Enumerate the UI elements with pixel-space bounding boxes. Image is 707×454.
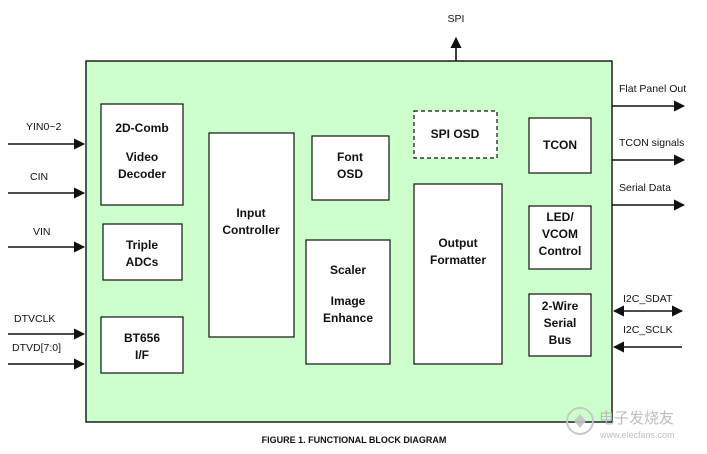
block-triple-adcs: Triple ADCs: [102, 223, 183, 281]
block-led-line-1: LED/: [546, 210, 574, 224]
block-tcon: TCON: [528, 117, 592, 174]
block-comb-line-1: 2D-Comb: [115, 121, 168, 135]
signal-cin: CIN: [30, 171, 48, 183]
block-bt656-line-2: I/F: [135, 348, 149, 362]
watermark-logo-mark: [574, 414, 586, 428]
block-led-line-3: Control: [539, 244, 582, 258]
block-spi-osd-label: SPI OSD: [431, 127, 480, 141]
block-spi-osd: SPI OSD: [413, 110, 498, 159]
signal-tcon: TCON signals: [619, 137, 684, 149]
block-input-line-1: Input: [236, 206, 265, 220]
watermark-text: 电子发烧友: [599, 410, 674, 427]
figure-caption: FIGURE 1. FUNCTIONAL BLOCK DIAGRAM: [262, 435, 447, 445]
watermark: 电子发烧友 www.elecfans.com: [566, 407, 675, 440]
watermark-logo-icon: [566, 407, 594, 435]
block-scaler-line-3: Enhance: [323, 311, 373, 325]
block-scaler-image-enhance: Scaler Image Enhance: [305, 239, 391, 365]
block-bt656-line-1: BT656: [124, 331, 160, 345]
block-adcs-line-2: ADCs: [126, 255, 159, 269]
signal-yin: YIN0~2: [26, 121, 61, 133]
signal-spi: SPI: [448, 13, 465, 25]
block-scaler-line-2: Image: [331, 294, 366, 308]
signal-serial-data: Serial Data: [619, 182, 671, 194]
block-input-line-2: Controller: [222, 223, 280, 237]
signal-dtvd: DTVD[7:0]: [12, 342, 61, 354]
signal-flat-panel-out: Flat Panel Out: [619, 83, 686, 95]
block-2-wire-serial-bus: 2-Wire Serial Bus: [528, 293, 592, 357]
signal-dtvclk: DTVCLK: [14, 313, 55, 325]
signal-vin: VIN: [33, 226, 51, 238]
signal-i2c-sclk: I2C_SCLK: [623, 324, 673, 336]
block-comb-line-3: Decoder: [118, 167, 166, 181]
block-wire-line-1: 2-Wire: [542, 299, 579, 313]
block-comb-line-2: Video: [126, 150, 158, 164]
block-input-controller: Input Controller: [208, 132, 295, 338]
block-led-line-2: VCOM: [542, 227, 578, 241]
block-scaler-line-1: Scaler: [330, 263, 366, 277]
block-font-osd: Font OSD: [311, 135, 390, 201]
block-font-line-2: OSD: [337, 167, 363, 181]
block-output-line-1: Output: [438, 236, 477, 250]
signal-i2c-sdat: I2C_SDAT: [623, 293, 673, 305]
block-tcon-label: TCON: [543, 138, 577, 152]
block-wire-line-3: Bus: [549, 333, 572, 347]
block-2d-comb-video-decoder: 2D-Comb Video Decoder: [100, 103, 184, 206]
watermark-url: www.elecfans.com: [599, 430, 675, 440]
block-output-line-2: Formatter: [430, 253, 486, 267]
block-output-formatter: Output Formatter: [413, 183, 503, 365]
block-wire-line-2: Serial: [544, 316, 577, 330]
block-adcs-line-1: Triple: [126, 238, 158, 252]
block-font-line-1: Font: [337, 150, 363, 164]
block-bt656-if: BT656 I/F: [100, 316, 184, 374]
block-led-vcom-control: LED/ VCOM Control: [528, 205, 592, 270]
